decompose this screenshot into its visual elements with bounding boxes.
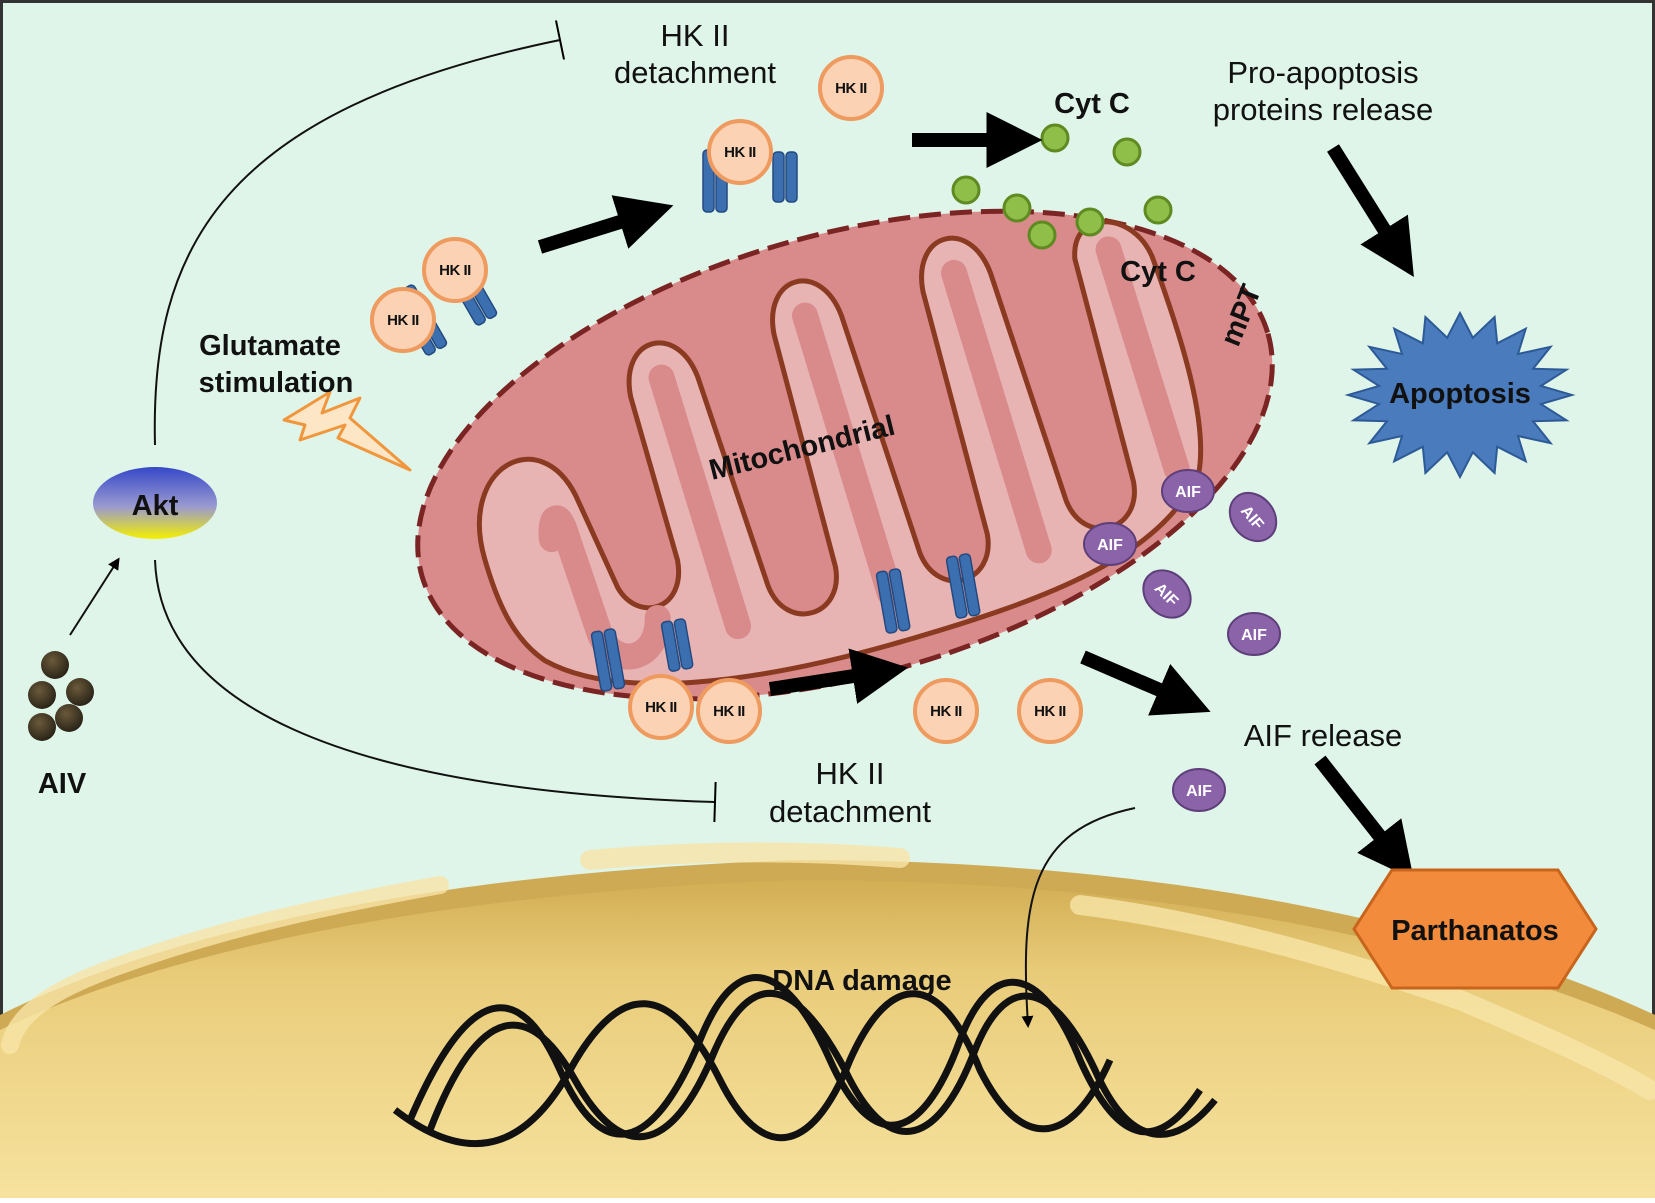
hk-detachment-top-line1: HK II — [661, 18, 730, 53]
hk-detachment-bottom-line2: detachment — [769, 794, 931, 829]
aif-to-dna-arrow — [1021, 807, 1136, 1028]
dna-damage-label: DNA damage — [772, 965, 951, 997]
hk-ii-protein: HK II — [628, 674, 694, 740]
hk-ii-label: HK II — [930, 703, 962, 720]
hk-ii-label: HK II — [713, 703, 745, 720]
hk-ii-label: HK II — [645, 699, 677, 716]
hk-ii-label: HK II — [1034, 703, 1066, 720]
hk-ii-protein: HK II — [1017, 678, 1083, 744]
apoptosis-burst — [1344, 310, 1576, 480]
hk-ii-label: HK II — [724, 144, 756, 161]
hk-ii-protein: HK II — [370, 287, 436, 353]
hk-ii-protein: HK II — [818, 55, 884, 121]
aiv-label: AIV — [38, 768, 87, 800]
hk-ii-protein: HK II — [696, 678, 762, 744]
aif-protein: AIF — [1161, 469, 1215, 513]
hk-detachment-bottom-line1: HK II — [816, 756, 885, 791]
aif-label: AIF — [1186, 783, 1212, 800]
aiv-particles-icon — [28, 651, 94, 741]
aif-protein: AIF — [1083, 522, 1137, 566]
aif-protein: AIF — [1227, 612, 1281, 656]
lightning-icon — [282, 390, 412, 472]
hk-detachment-top-line2: detachment — [614, 55, 776, 90]
hk-ii-label: HK II — [835, 80, 867, 97]
pro-apoptosis-line2: proteins release — [1213, 92, 1434, 127]
glutamate-line2: stimulation — [199, 367, 354, 399]
aif-label: AIF — [1241, 627, 1267, 644]
aif-release-label: AIF release — [1244, 718, 1403, 753]
aif-protein: AIF — [1142, 569, 1192, 619]
hk-ii-protein: HK II — [707, 119, 773, 185]
aif-label: AIF — [1175, 484, 1201, 501]
akt-inhibit-bottom-line — [154, 559, 717, 823]
parthanatos-hexagon — [1352, 868, 1598, 990]
akt-node — [93, 467, 217, 539]
hk-ii-label: HK II — [387, 312, 419, 329]
akt-inhibit-top-line — [153, 20, 566, 446]
apoptosis-label: Apoptosis — [1389, 378, 1531, 410]
parthanatos-label: Parthanatos — [1391, 915, 1559, 947]
hk-ii-protein: HK II — [422, 237, 488, 303]
cyt-c-outer-label: Cyt C — [1054, 88, 1130, 120]
cyt-c-molecules — [951, 123, 1173, 250]
hk-ii-label: HK II — [439, 262, 471, 279]
aiv-to-akt-arrow — [69, 557, 120, 636]
akt-label: Akt — [132, 490, 179, 522]
flow-arrows — [537, 112, 1414, 880]
aif-protein: AIF — [1228, 491, 1278, 543]
aif-protein: AIF — [1172, 768, 1226, 812]
dna-helix-icon — [392, 974, 1218, 1148]
cyt-c-inner-label: Cyt C — [1120, 256, 1196, 288]
glutamate-line1: Glutamate — [199, 330, 341, 362]
aif-label: AIF — [1097, 537, 1123, 554]
pro-apoptosis-line1: Pro-apoptosis — [1227, 55, 1418, 90]
hk-ii-protein: HK II — [913, 678, 979, 744]
